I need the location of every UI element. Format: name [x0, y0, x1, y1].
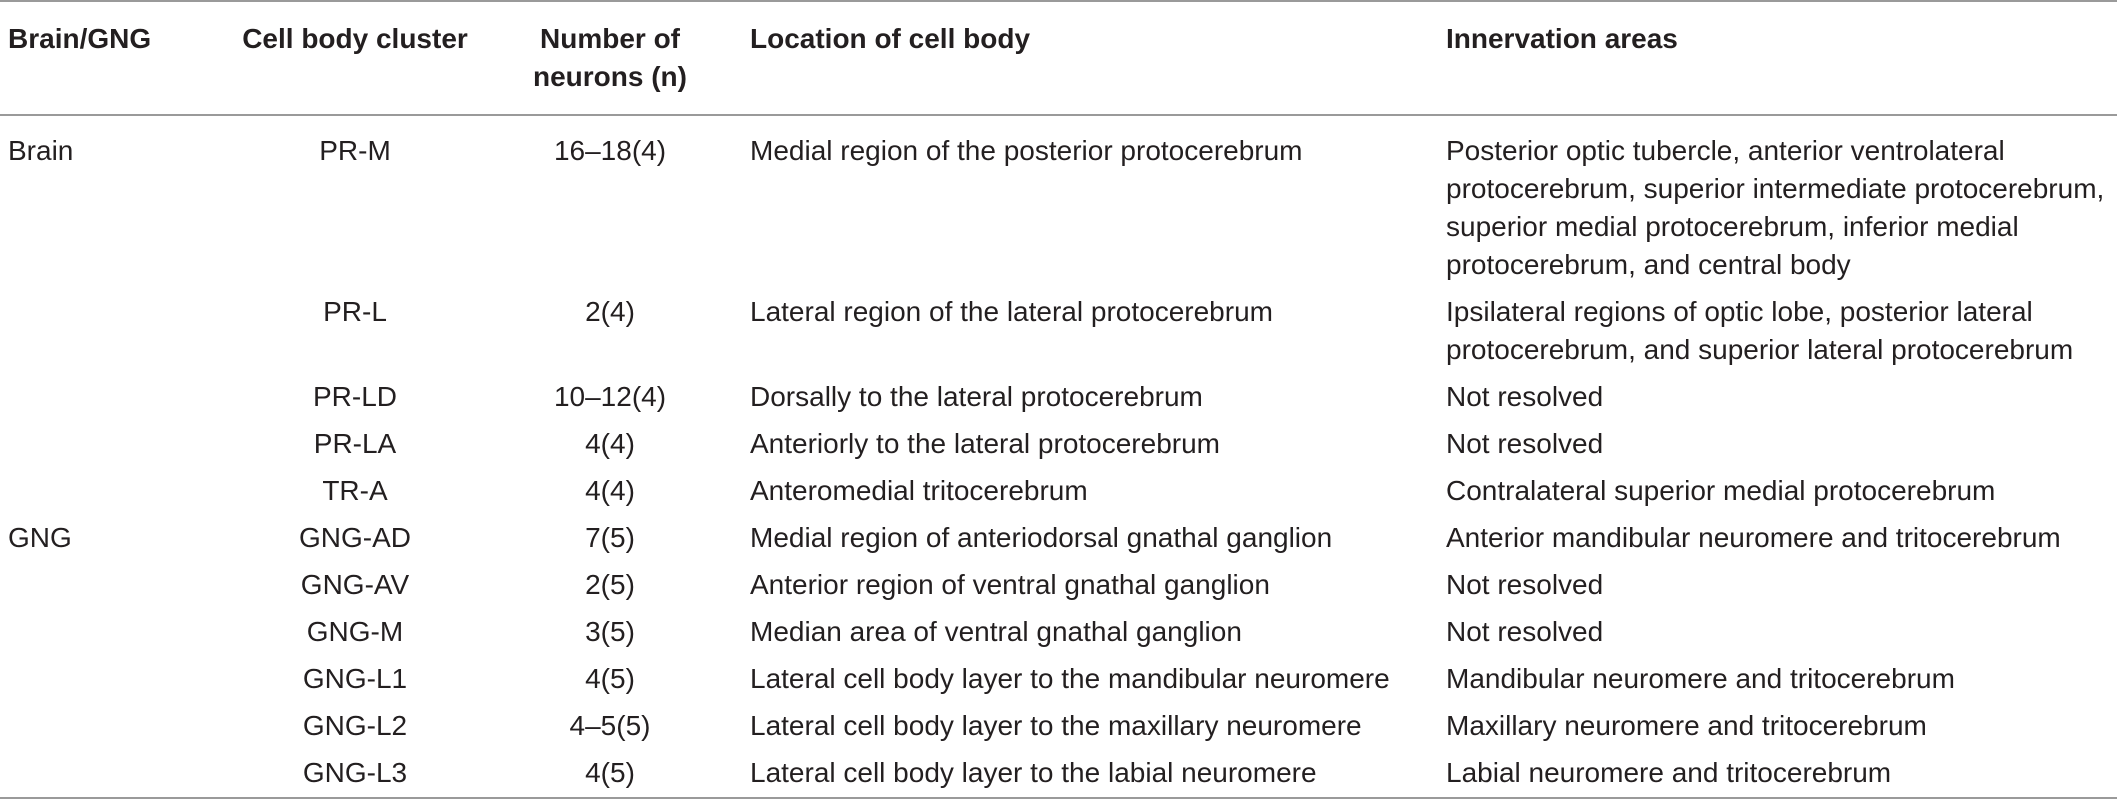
cell-innervation: Ipsilateral regions of optic lobe, poste… [1446, 296, 2074, 365]
table-header: Brain/GNG Cell body cluster Number of ne… [0, 1, 2117, 115]
table-row: GNG-L1 4(5) Lateral cell body layer to t… [0, 656, 2117, 703]
cell-cluster: PR-L [323, 296, 387, 327]
cell-neurons: 3(5) [585, 616, 635, 647]
cell-location: Medial region of anteriodorsal gnathal g… [750, 522, 1333, 553]
cell-location: Lateral cell body layer to the maxillary… [750, 710, 1362, 741]
cell-innervation: Maxillary neuromere and tritocerebrum [1446, 710, 1927, 741]
cell-cluster: GNG-L1 [302, 663, 408, 694]
table-row: GNG GNG-AD 7(5) Medial region of anterio… [0, 515, 2117, 562]
table-row: GNG-L2 4–5(5) Lateral cell body layer to… [0, 703, 2117, 750]
header-location: Location of cell body [750, 23, 1031, 54]
header-cell-body-cluster: Cell body cluster [242, 23, 468, 54]
table-row: PR-L 2(4) Lateral region of the lateral … [0, 289, 2117, 374]
cell-location: Lateral region of the lateral protocereb… [750, 296, 1273, 327]
cell-cluster: GNG-L2 [302, 710, 408, 741]
cell-cluster: GNG-L3 [302, 757, 408, 788]
cell-neurons: 4–5(5) [569, 710, 651, 741]
cell-location: Median area of ventral gnathal ganglion [750, 616, 1242, 647]
table-row: GNG-AV 2(5) Anterior region of ventral g… [0, 562, 2117, 609]
header-brain-gng: Brain/GNG [8, 23, 152, 54]
cell-cluster: GNG-M [306, 616, 404, 647]
cell-neurons: 4(5) [585, 663, 635, 694]
cell-group [0, 562, 232, 609]
cell-cluster: PR-M [319, 135, 391, 166]
cell-group [0, 703, 232, 750]
table-row: GNG-L3 4(5) Lateral cell body layer to t… [0, 750, 2117, 798]
cell-neurons: 4(4) [585, 428, 635, 459]
cell-innervation: Not resolved [1446, 428, 1604, 459]
cell-cluster: PR-LD [312, 381, 397, 412]
cell-neurons: 2(4) [585, 296, 635, 327]
cell-location: Anteriorly to the lateral protocerebrum [750, 428, 1220, 459]
cell-neurons: 16–18(4) [553, 135, 667, 166]
cell-cluster: GNG-AV [300, 569, 410, 600]
cell-innervation: Not resolved [1446, 569, 1604, 600]
cell-group [0, 468, 232, 515]
cell-location: Lateral cell body layer to the labial ne… [750, 757, 1317, 788]
cell-innervation: Anterior mandibular neuromere and tritoc… [1446, 522, 2061, 553]
cell-group: Brain [8, 135, 74, 166]
cell-group [0, 374, 232, 421]
cell-cluster: TR-A [322, 475, 388, 506]
cell-group [0, 609, 232, 656]
cell-location: Anteromedial tritocerebrum [750, 475, 1088, 506]
cell-neurons: 4(5) [585, 757, 635, 788]
cell-group [0, 750, 232, 798]
table-row: TR-A 4(4) Anteromedial tritocerebrum Con… [0, 468, 2117, 515]
table-body: Brain PR-M 16–18(4) Medial region of the… [0, 115, 2117, 798]
cell-group [0, 656, 232, 703]
cell-innervation: Mandibular neuromere and tritocerebrum [1446, 663, 1955, 694]
cell-innervation: Posterior optic tubercle, anterior ventr… [1446, 135, 2105, 280]
cell-location: Anterior region of ventral gnathal gangl… [750, 569, 1270, 600]
cell-group [0, 421, 232, 468]
table-row: GNG-M 3(5) Median area of ventral gnatha… [0, 609, 2117, 656]
table-row: PR-LA 4(4) Anteriorly to the lateral pro… [0, 421, 2117, 468]
cell-neurons: 2(5) [585, 569, 635, 600]
table-row: Brain PR-M 16–18(4) Medial region of the… [0, 115, 2117, 289]
cell-innervation: Not resolved [1446, 616, 1604, 647]
header-row: Brain/GNG Cell body cluster Number of ne… [0, 1, 2117, 115]
cell-location: Medial region of the posterior protocere… [750, 135, 1303, 166]
cell-neurons: 10–12(4) [553, 381, 667, 412]
cell-innervation: Not resolved [1446, 381, 1604, 412]
cell-innervation: Contralateral superior medial protocereb… [1446, 475, 1996, 506]
cell-location: Lateral cell body layer to the mandibula… [750, 663, 1390, 694]
cell-group: GNG [8, 522, 72, 553]
cell-group [0, 289, 232, 374]
cell-innervation: Labial neuromere and tritocerebrum [1446, 757, 1892, 788]
cell-location: Dorsally to the lateral protocerebrum [750, 381, 1203, 412]
cell-neurons: 7(5) [585, 522, 635, 553]
cell-neurons: 4(4) [585, 475, 635, 506]
header-number-of-neurons: Number of neurons (n) [533, 23, 687, 92]
header-innervation: Innervation areas [1446, 23, 1678, 54]
table-row: PR-LD 10–12(4) Dorsally to the lateral p… [0, 374, 2117, 421]
cell-cluster: GNG-AD [299, 522, 411, 553]
cell-cluster: PR-LA [313, 428, 397, 459]
